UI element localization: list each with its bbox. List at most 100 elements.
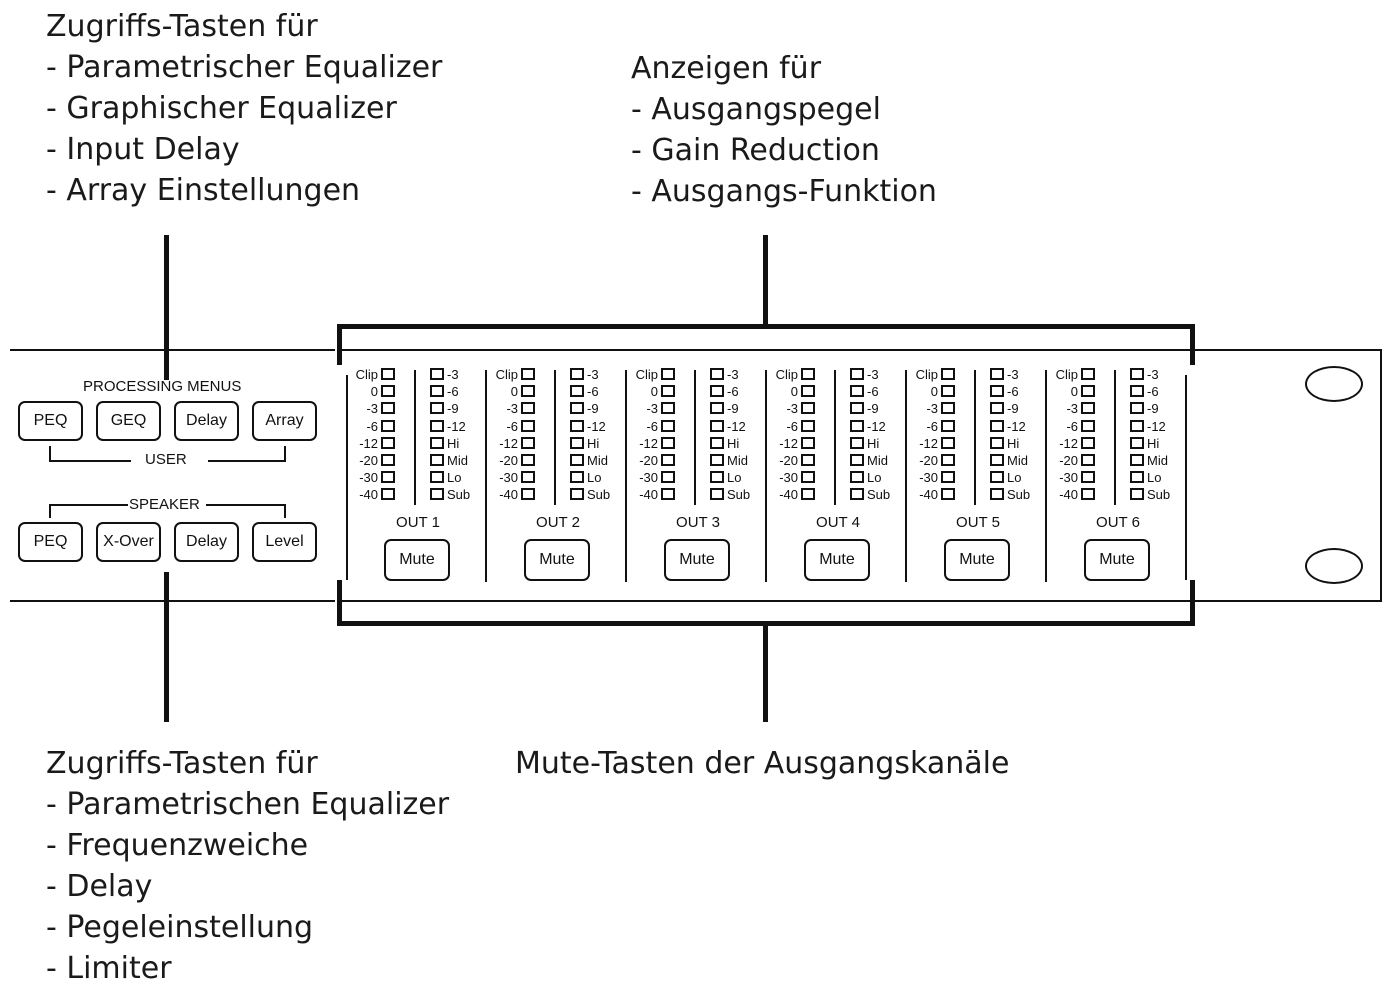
level-label: -20 xyxy=(919,453,938,468)
meter-row: Clip-3 xyxy=(488,366,628,383)
status-label: Hi xyxy=(1007,435,1020,451)
level-label: -3 xyxy=(926,401,938,417)
mute-button[interactable]: Mute xyxy=(664,539,730,581)
user-delay-button[interactable]: Delay xyxy=(174,401,239,441)
level-led-icon xyxy=(661,402,675,415)
panel-bottom-edge-right xyxy=(1195,600,1382,602)
level-label: -6 xyxy=(1066,418,1078,434)
rack-hole-top xyxy=(1305,366,1363,402)
status-label: Sub xyxy=(587,487,611,503)
status-label: -12 xyxy=(1147,418,1166,434)
level-led-icon xyxy=(801,454,815,466)
level-label: -6 xyxy=(786,418,798,434)
status-led-icon xyxy=(990,454,1004,466)
meter-row: Clip-3 xyxy=(768,366,908,383)
speaker-delay-button[interactable]: Delay xyxy=(174,522,239,562)
status-led-icon xyxy=(710,385,724,398)
status-led-icon xyxy=(710,402,724,415)
channel-label: OUT 3 xyxy=(676,514,720,531)
status-label: -6 xyxy=(1007,384,1019,400)
channel-label: OUT 4 xyxy=(816,514,860,531)
display-frame-right-upper xyxy=(1190,324,1195,365)
speaker-xover-button[interactable]: X-Over xyxy=(96,522,161,562)
panel-bottom-edge-left xyxy=(10,600,335,602)
callout-line: - Ausgangs-Funktion xyxy=(631,174,937,209)
status-label: -3 xyxy=(727,367,739,382)
level-label: 0 xyxy=(650,384,658,400)
level-led-icon xyxy=(1081,436,1095,449)
callout-line: Mute-Tasten der Ausgangskanäle xyxy=(515,746,1010,781)
column-divider xyxy=(834,370,836,505)
level-led-icon xyxy=(661,454,675,466)
display-inner-top xyxy=(342,349,1190,351)
level-led-icon xyxy=(521,436,535,449)
channel-label: OUT 1 xyxy=(396,514,440,531)
panel-top-edge-right xyxy=(1195,349,1382,351)
mute-button[interactable]: Mute xyxy=(944,539,1010,581)
status-led-icon xyxy=(430,471,444,484)
status-label: Hi xyxy=(1147,435,1160,451)
status-label: Mid xyxy=(727,453,748,468)
mute-button[interactable]: Mute xyxy=(524,539,590,581)
meter-row: 0-6 xyxy=(628,383,768,400)
status-led-icon xyxy=(570,385,584,398)
level-label: -20 xyxy=(779,453,798,468)
callout-line: Zugriffs-Tasten für xyxy=(46,9,318,44)
callout-speaker-keys: Zugriffs-Tasten für - Parametrischen Equ… xyxy=(46,743,449,989)
mute-button[interactable]: Mute xyxy=(1084,539,1150,581)
mute-button[interactable]: Mute xyxy=(384,539,450,581)
status-label: -12 xyxy=(1007,418,1026,434)
status-led-icon xyxy=(850,488,864,501)
user-array-button[interactable]: Array xyxy=(252,401,317,441)
level-label: Clip xyxy=(355,367,378,382)
status-led-icon xyxy=(990,385,1004,398)
callout-line: - Gain Reduction xyxy=(631,133,880,168)
status-label: -6 xyxy=(587,384,599,400)
user-peq-button[interactable]: PEQ xyxy=(18,401,83,441)
meter-row: -3-9 xyxy=(908,400,1048,417)
meter-row: 0-6 xyxy=(768,383,908,400)
display-frame-right-lower xyxy=(1190,580,1195,626)
status-label: Lo xyxy=(1147,470,1162,486)
level-led-icon xyxy=(941,488,955,501)
level-label: -3 xyxy=(366,401,378,417)
level-led-icon xyxy=(521,471,535,484)
speaker-peq-button[interactable]: PEQ xyxy=(18,522,83,562)
status-label: Sub xyxy=(1007,487,1031,503)
speaker-level-button[interactable]: Level xyxy=(252,522,317,562)
level-led-icon xyxy=(941,368,955,380)
callout-mute-keys: Mute-Tasten der Ausgangskanäle xyxy=(515,743,1009,784)
status-label: -6 xyxy=(447,384,459,400)
level-label: -6 xyxy=(506,418,518,434)
status-led-icon xyxy=(850,368,864,380)
status-led-icon xyxy=(1130,454,1144,466)
status-led-icon xyxy=(850,471,864,484)
user-geq-button[interactable]: GEQ xyxy=(96,401,161,441)
level-led-icon xyxy=(801,488,815,501)
level-led-icon xyxy=(801,368,815,380)
status-led-icon xyxy=(430,368,444,380)
level-led-icon xyxy=(381,402,395,415)
level-led-icon xyxy=(1081,385,1095,398)
display-frame-left-upper xyxy=(337,324,342,365)
callout-line: - Ausgangspegel xyxy=(631,92,881,127)
status-led-icon xyxy=(1130,436,1144,449)
level-led-icon xyxy=(661,471,675,484)
column-divider xyxy=(694,370,696,505)
level-label: 0 xyxy=(790,384,798,400)
level-label: Clip xyxy=(775,367,798,382)
callout-user-keys: Zugriffs-Tasten für - Parametrischer Equ… xyxy=(46,6,442,211)
status-label: Mid xyxy=(587,453,608,468)
level-led-icon xyxy=(521,368,535,380)
status-led-icon xyxy=(1130,471,1144,484)
status-label: -9 xyxy=(447,401,459,417)
status-led-icon xyxy=(430,436,444,449)
status-label: -9 xyxy=(727,401,739,417)
level-led-icon xyxy=(381,436,395,449)
mute-button[interactable]: Mute xyxy=(804,539,870,581)
